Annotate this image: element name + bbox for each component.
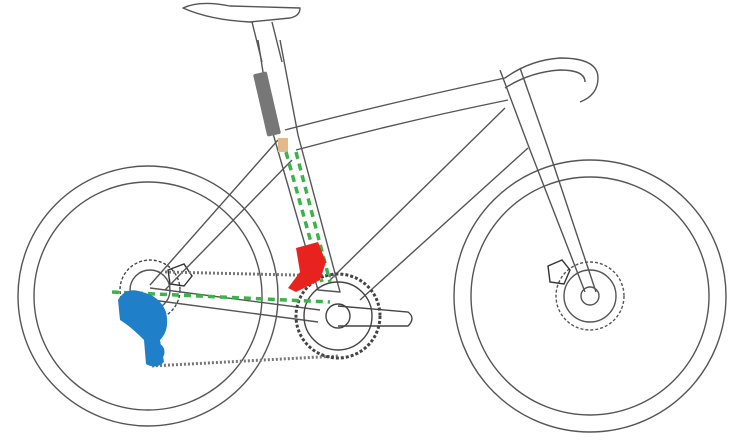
front-derailleur-icon: [288, 242, 326, 292]
bicycle-frame-icon: [149, 2, 599, 323]
front-wheel-icon: [453, 159, 727, 433]
battery-icon: [253, 71, 281, 137]
rear-derailleur-icon: [118, 290, 168, 367]
front-brake-caliper-icon: [547, 259, 571, 285]
rear-wheel-icon: [17, 165, 279, 427]
saddle-icon: [182, 2, 301, 23]
front-brake-rotor-icon: [555, 261, 625, 331]
crank-arm-icon: [337, 305, 413, 327]
rear-brake-caliper-icon: [167, 263, 193, 287]
chain-icon: [151, 270, 339, 368]
chainring-icon: [294, 272, 382, 360]
junction-icon: [278, 138, 288, 152]
